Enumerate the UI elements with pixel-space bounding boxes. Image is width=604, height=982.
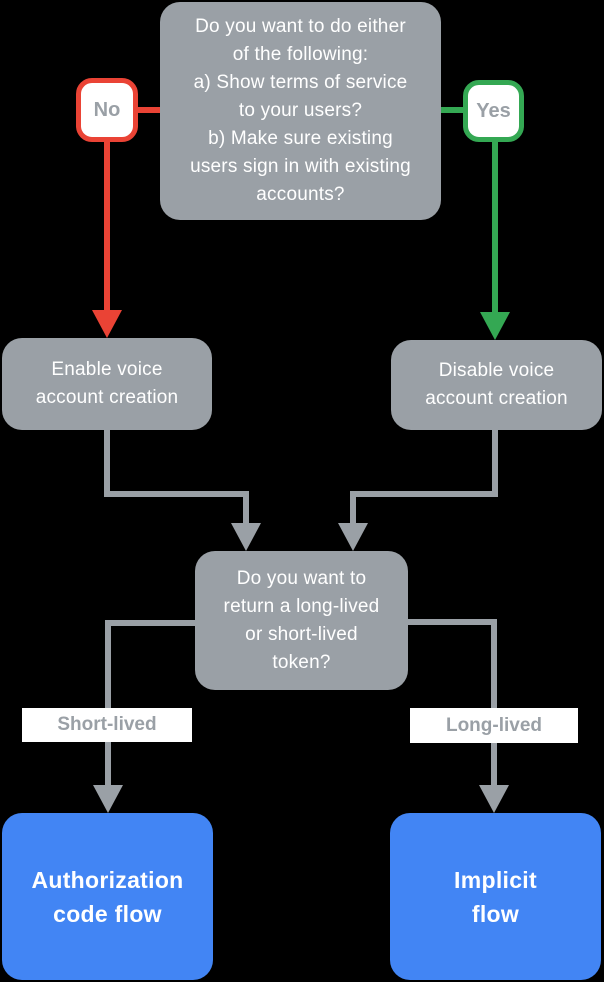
yes-branch-line-vertical — [492, 140, 498, 312]
yes-badge: Yes — [463, 80, 524, 142]
disable-to-question2-arrowhead-icon — [338, 523, 368, 551]
disable-to-question2-line-drop — [350, 491, 356, 523]
long-lived-label: Long-lived — [410, 708, 578, 743]
disable-voice-node: Disable voice account creation — [391, 340, 602, 430]
enable-to-question2-arrowhead-icon — [231, 523, 261, 551]
enable-to-question2-line-vertical — [104, 430, 110, 497]
yes-branch-line-horizontal — [441, 107, 463, 113]
no-badge: No — [76, 78, 138, 142]
short-lived-arrowhead-icon — [93, 785, 123, 813]
short-lived-line-horizontal — [105, 620, 195, 626]
short-lived-label: Short-lived — [22, 708, 192, 742]
long-lived-arrowhead-icon — [479, 785, 509, 813]
no-branch-line-vertical — [104, 140, 110, 310]
yes-branch-arrowhead-icon — [480, 312, 510, 340]
disable-to-question2-line-horizontal — [350, 491, 498, 497]
long-lived-line-vertical — [491, 619, 497, 785]
disable-to-question2-line-vertical — [492, 430, 498, 497]
question-node-token-lifetime: Do you want to return a long-lived or sh… — [195, 551, 408, 690]
enable-to-question2-line-horizontal — [104, 491, 249, 497]
enable-voice-node: Enable voice account creation — [2, 338, 212, 430]
enable-to-question2-line-drop — [243, 491, 249, 523]
question-node-terms-of-service: Do you want to do either of the followin… — [160, 2, 441, 220]
long-lived-line-horizontal — [408, 619, 497, 625]
no-branch-line-horizontal — [138, 107, 160, 113]
short-lived-line-vertical — [105, 620, 111, 785]
no-branch-arrowhead-icon — [92, 310, 122, 338]
authorization-code-flow-node: Authorization code flow — [2, 813, 213, 980]
implicit-flow-node: Implicit flow — [390, 813, 601, 980]
